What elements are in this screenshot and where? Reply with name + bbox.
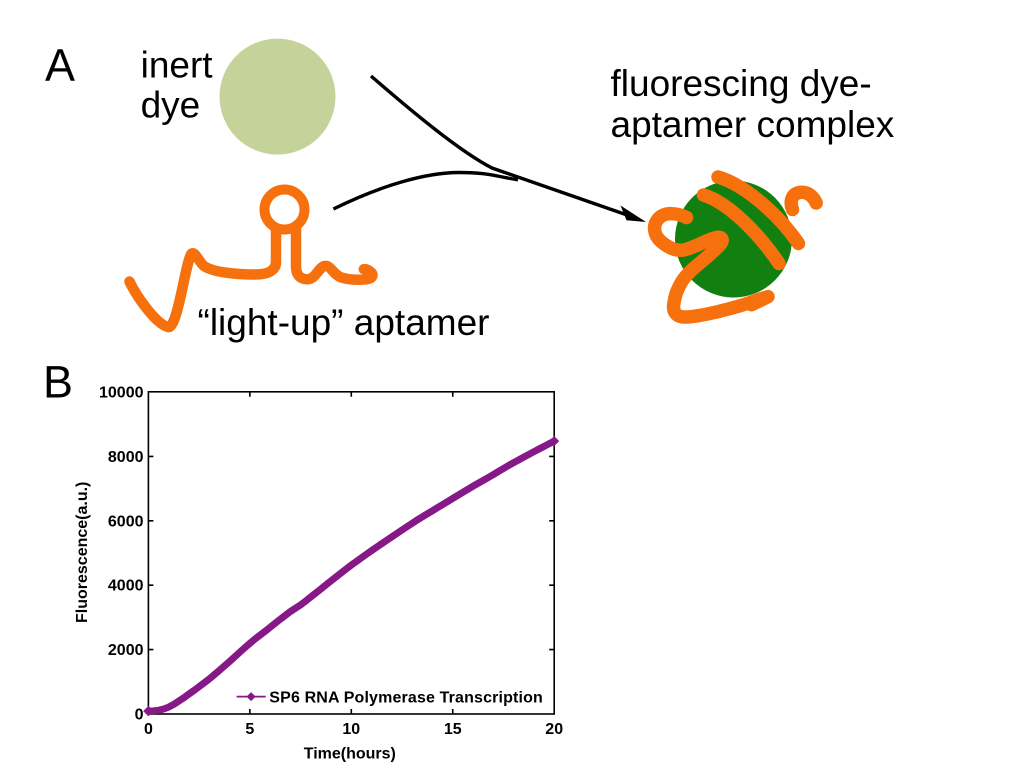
- svg-text:10000: 10000: [99, 385, 144, 402]
- svg-text:aptamer complex: aptamer complex: [611, 104, 895, 145]
- svg-text:Time(hours): Time(hours): [304, 746, 396, 763]
- svg-text:15: 15: [444, 721, 462, 738]
- svg-text:0: 0: [135, 707, 144, 724]
- svg-text:4000: 4000: [108, 578, 144, 595]
- svg-text:“light-up” aptamer: “light-up” aptamer: [198, 302, 490, 343]
- svg-text:5: 5: [245, 721, 254, 738]
- svg-text:20: 20: [545, 721, 563, 738]
- svg-text:dye: dye: [141, 84, 201, 125]
- svg-text:0: 0: [144, 721, 153, 738]
- svg-text:A: A: [45, 40, 75, 91]
- svg-text:Fluorescence(a.u.): Fluorescence(a.u.): [74, 482, 91, 623]
- svg-text:10: 10: [342, 721, 360, 738]
- svg-text:SP6 RNA Polymerase Transcripti: SP6 RNA Polymerase Transcription: [269, 690, 543, 707]
- svg-text:2000: 2000: [108, 642, 144, 659]
- svg-text:inert: inert: [141, 44, 214, 85]
- svg-text:8000: 8000: [108, 449, 144, 466]
- svg-text:6000: 6000: [108, 513, 144, 530]
- svg-text:fluorescing dye-: fluorescing dye-: [611, 63, 872, 104]
- svg-text:B: B: [43, 357, 73, 408]
